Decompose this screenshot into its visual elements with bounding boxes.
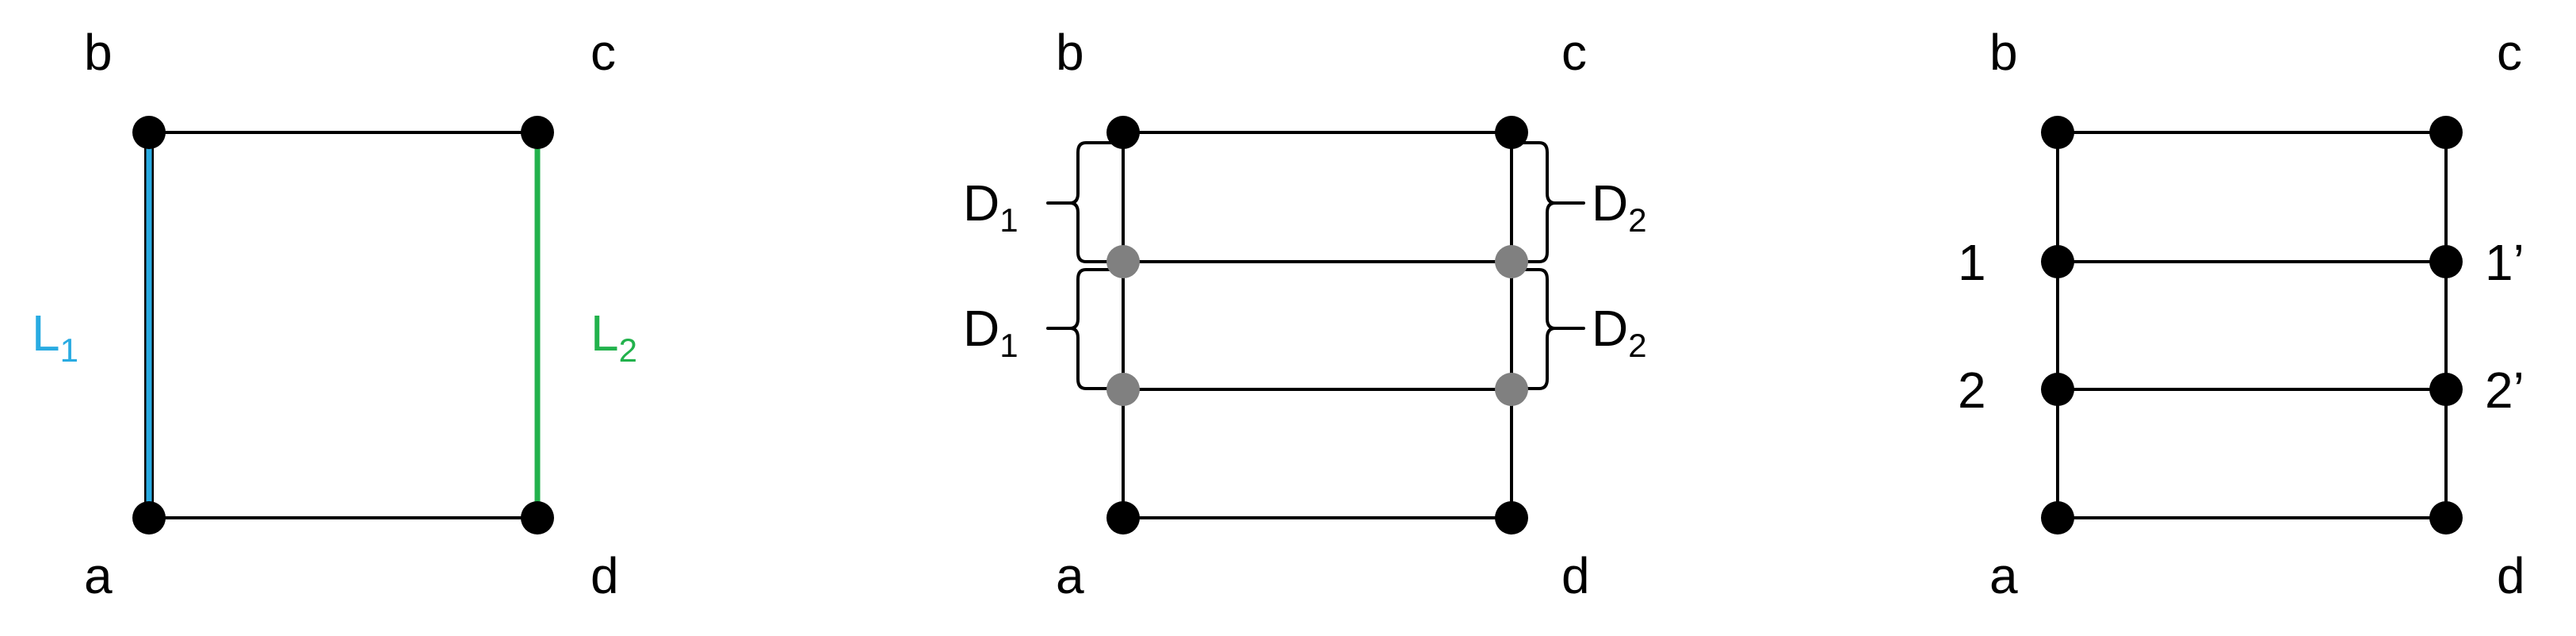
node-1 [2041,245,2074,278]
node-a [2041,501,2074,534]
node-2-prime [2429,373,2463,406]
node-mid-left-1 [1106,245,1140,278]
node-2 [2041,373,2074,406]
label-b: b [84,24,113,81]
label-1: 1 [1958,234,1986,291]
brace-right-lower [1510,268,1585,390]
node-a [132,501,166,534]
node-d [521,501,554,534]
node-d [2429,501,2463,534]
label-L2-sub: 2 [619,331,637,369]
label-L2: L2 [590,305,637,369]
node-d [1495,501,1528,534]
node-b [132,116,166,149]
label-c: c [1561,24,1587,81]
label-a: a [84,547,113,604]
label-a: a [1056,547,1084,604]
node-a [1106,501,1140,534]
label-b: b [1056,24,1084,81]
label-a: a [1989,547,2018,604]
node-1-prime [2429,245,2463,278]
panel-3: b c a d 1 2 1’ 2’ [1958,24,2525,604]
label-D1-upper-sub: 1 [999,201,1018,239]
brace-left-upper [1046,141,1125,263]
node-b [2041,116,2074,149]
label-d: d [590,547,619,604]
label-D2-upper-sub: 2 [1628,201,1646,239]
label-d: d [1561,547,1590,604]
label-D2-lower-main: D [1592,300,1628,357]
node-c [1495,116,1528,149]
node-b [1106,116,1140,149]
label-c: c [2497,24,2522,81]
label-L2-main: L [590,305,619,362]
label-D1-lower-sub: 1 [999,327,1018,364]
node-c [521,116,554,149]
node-mid-right-2 [1495,373,1528,406]
panel-1: b c a d L1 L2 [32,24,637,604]
label-2-prime: 2’ [2485,362,2524,419]
label-L1: L1 [32,305,78,369]
label-d: d [2497,547,2525,604]
label-2: 2 [1958,362,1986,419]
label-D2-upper: D2 [1592,174,1647,239]
label-D2-upper-main: D [1592,174,1628,232]
label-c: c [590,24,616,81]
label-D1-lower-main: D [963,300,999,357]
brace-left-lower [1046,268,1125,390]
brace-right-upper [1510,141,1585,263]
panel-2: b c a d D1 D1 D2 D2 [963,24,1647,604]
node-mid-left-2 [1106,373,1140,406]
label-L1-main: L [32,305,60,362]
label-D1-upper: D1 [963,174,1019,239]
label-D1-upper-main: D [963,174,999,232]
label-D1-lower: D1 [963,300,1019,364]
label-D2-lower-sub: 2 [1628,327,1646,364]
label-b: b [1989,24,2018,81]
label-L1-sub: 1 [60,331,78,369]
label-1-prime: 1’ [2485,234,2524,291]
node-c [2429,116,2463,149]
label-D2-lower: D2 [1592,300,1647,364]
node-mid-right-1 [1495,245,1528,278]
